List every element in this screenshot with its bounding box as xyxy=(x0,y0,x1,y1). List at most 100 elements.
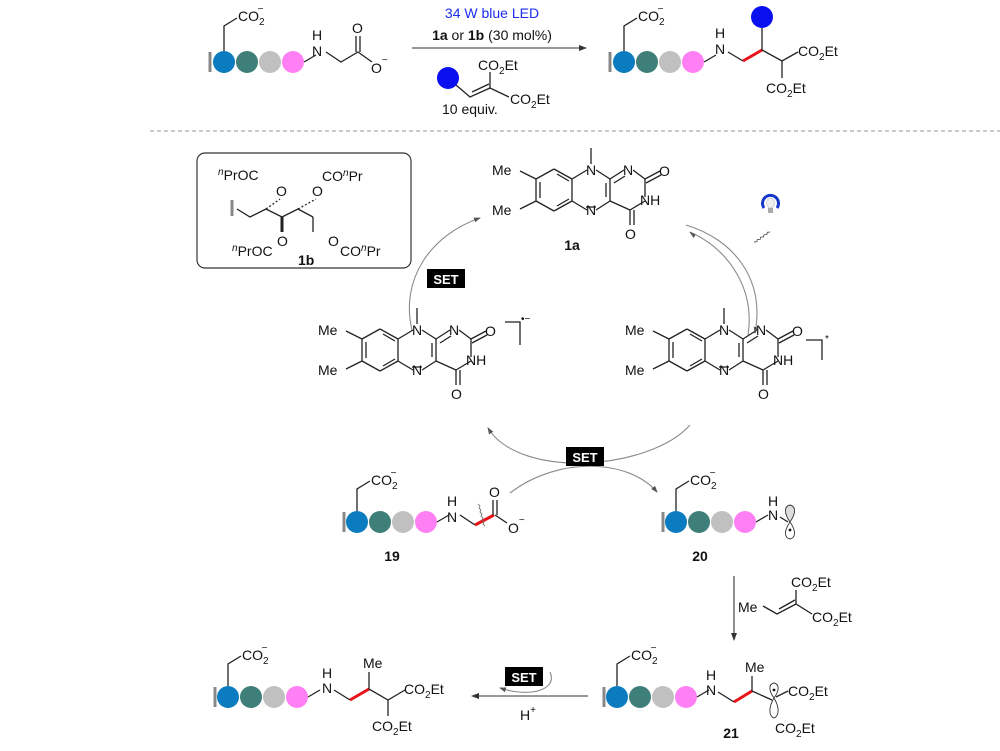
ester-label: CO2Et xyxy=(766,80,806,100)
residue-4-circle xyxy=(415,511,437,533)
bond xyxy=(779,516,789,523)
light-bulb-icon xyxy=(753,193,780,243)
excitation-arrow xyxy=(685,224,759,334)
residue-4-circle xyxy=(282,51,304,73)
set-label: SET xyxy=(511,670,536,685)
me-label: Me xyxy=(492,202,512,218)
bond xyxy=(397,360,414,371)
nh-label: NH xyxy=(640,192,660,208)
h-label: H xyxy=(447,493,457,509)
o-label: O xyxy=(485,323,496,339)
bond xyxy=(595,169,611,180)
payload-circle xyxy=(437,67,459,89)
o-label: O xyxy=(328,233,339,249)
bond xyxy=(361,360,381,372)
equiv-label: 10 equiv. xyxy=(442,101,498,117)
o-label: O xyxy=(277,233,288,249)
h-label: H xyxy=(715,25,725,41)
bond xyxy=(755,514,769,523)
hashed-bond xyxy=(265,198,281,210)
me-label: Me xyxy=(745,659,765,675)
bond xyxy=(397,329,414,340)
side-chain-bond xyxy=(227,655,242,686)
ester-label: CO2Et xyxy=(775,720,815,740)
n-label: N xyxy=(623,162,633,178)
residue-1-circle xyxy=(613,51,635,73)
bond xyxy=(686,360,706,372)
carboxylate-label: CO2− xyxy=(238,4,265,28)
bond xyxy=(553,168,573,180)
n-label: N xyxy=(706,682,716,698)
o-label: O xyxy=(352,20,363,36)
bond xyxy=(553,200,573,212)
o-minus-label: O− xyxy=(371,55,388,76)
compound-19-label: 19 xyxy=(384,548,400,564)
o-label: O xyxy=(792,323,803,339)
residue-3-circle xyxy=(711,511,733,533)
bond xyxy=(751,690,773,701)
bond xyxy=(436,514,450,523)
bond xyxy=(645,174,662,184)
side-chain-bond xyxy=(616,655,631,686)
relaxation-arrow xyxy=(689,231,750,336)
h-label: H xyxy=(322,665,332,681)
me-label: Me xyxy=(492,162,512,178)
n-label: N xyxy=(412,362,422,378)
ester-label: CO2Et xyxy=(788,683,828,703)
set-label: SET xyxy=(572,450,597,465)
compound-19-structure: CO2− H N O O− 19 xyxy=(342,468,525,564)
cycle-arrow-left xyxy=(408,217,481,331)
bond xyxy=(470,330,487,340)
bond xyxy=(689,333,703,342)
residue-3-circle xyxy=(263,686,285,708)
compound-21-structure: CO2− H N Me CO2Et CO2Et 21 xyxy=(602,643,828,741)
alkene-double-bond xyxy=(471,83,490,93)
bond xyxy=(609,200,631,211)
bond xyxy=(382,333,396,342)
residue-4-circle xyxy=(682,51,704,73)
bond-cleavage-squiggle xyxy=(477,503,486,527)
carboxylate-label: CO2− xyxy=(371,468,398,492)
cleaved-bond-red xyxy=(474,513,495,527)
top-conditions: 34 W blue LED 1a or 1b (30 mol%) CO2Et C… xyxy=(412,5,587,117)
bond xyxy=(632,169,646,180)
ester-label-bottom: CO2Et xyxy=(510,91,550,111)
me-label: Me xyxy=(318,362,338,378)
bond xyxy=(556,173,570,182)
bond xyxy=(471,334,488,344)
catalyst-loading-label: 1a or 1b (30 mol%) xyxy=(432,27,552,43)
bond xyxy=(571,200,588,211)
me-label: Me xyxy=(625,362,645,378)
bond xyxy=(421,360,437,371)
bond xyxy=(728,360,744,371)
ester-label: CO2Et xyxy=(812,609,852,629)
residue-1-circle xyxy=(606,686,628,708)
o-label: O xyxy=(276,183,287,199)
residue-4-circle xyxy=(734,511,756,533)
h-label: H xyxy=(768,493,778,509)
bond xyxy=(775,690,789,698)
n-label: N xyxy=(586,202,596,218)
top-product: CO2− H N CO2Et CO2Et xyxy=(608,4,838,100)
bond xyxy=(703,54,717,63)
set-badge-left: SET xyxy=(427,269,465,288)
group-label: nPrOC xyxy=(232,243,273,259)
residue-2-circle xyxy=(629,686,651,708)
residue-3-circle xyxy=(392,511,414,533)
catalyst-box-frame xyxy=(196,152,412,269)
bond xyxy=(728,329,744,340)
n-label: N xyxy=(449,322,459,338)
bond xyxy=(704,329,721,340)
decarboxylation-arrow xyxy=(509,465,658,494)
bond xyxy=(519,200,537,210)
group-label: nPrOC xyxy=(218,167,259,183)
bond xyxy=(435,360,457,371)
new-bond-red xyxy=(733,689,753,704)
n-label: N xyxy=(586,162,596,178)
new-bond-red xyxy=(349,687,370,702)
carboxylate-label: CO2− xyxy=(638,4,665,28)
bond xyxy=(644,170,661,180)
o-label: O xyxy=(312,183,323,199)
